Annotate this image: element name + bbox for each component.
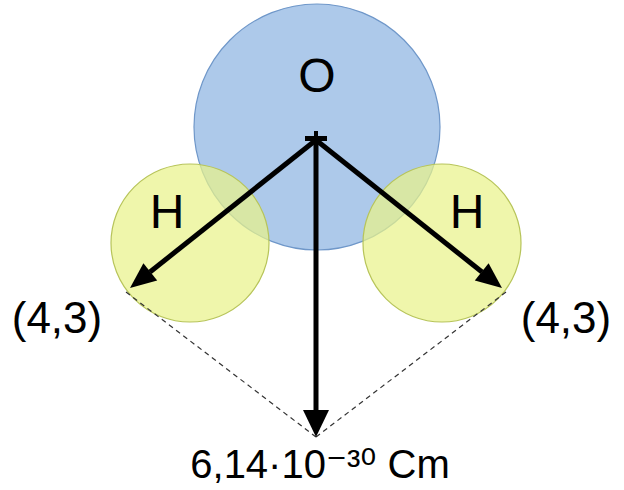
vector-value: (4,3)	[521, 294, 611, 342]
atom-symbol: H	[150, 186, 185, 239]
label-holder: (4,3)	[0, 0, 624, 48]
label-holder: (4,3)	[0, 0, 624, 48]
dashed-line	[316, 292, 506, 437]
label-holder: 6,14·10⁻³⁰ Cm	[0, 0, 624, 44]
vector-line	[314, 140, 319, 413]
cross-bar	[314, 131, 318, 143]
center-mark	[305, 131, 327, 143]
vector-value: (4,3)	[12, 294, 102, 342]
bond-dipole-right	[316, 140, 502, 288]
arrowhead	[130, 263, 157, 288]
atom-symbol: O	[298, 50, 335, 103]
total-dipole	[303, 140, 329, 437]
vector-line	[150, 140, 316, 272]
arrowhead	[303, 410, 329, 437]
bond-dipole-left	[130, 140, 316, 288]
arrowhead	[475, 263, 502, 288]
dipole-moment-value: 6,14·10⁻³⁰ Cm	[190, 442, 449, 486]
vector-line	[316, 140, 482, 272]
dashed-line	[126, 292, 316, 437]
atom-symbol: H	[450, 186, 485, 239]
